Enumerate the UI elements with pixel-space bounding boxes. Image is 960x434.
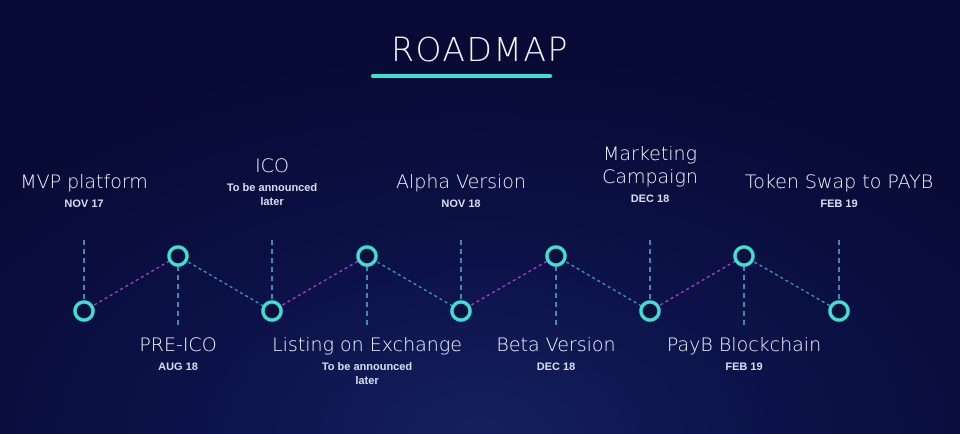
milestone-name: Beta Version: [496, 334, 616, 356]
milestone-name: Listing on Exchange: [272, 334, 462, 356]
milestone-date: NOV 17: [64, 198, 104, 210]
milestone-date: NOV 18: [441, 198, 481, 210]
milestone-node: [828, 300, 850, 322]
timeline-connector: [460, 255, 557, 312]
timeline-connector: [743, 255, 840, 312]
milestone-label-beta-version: Beta Version DEC 18: [456, 334, 656, 374]
milestone-node: [73, 300, 95, 322]
timeline-connector: [177, 255, 273, 312]
milestone-name: PayB Blockchain: [666, 334, 822, 356]
milestone-node: [639, 300, 661, 322]
milestone-label-pre-ico: PRE-ICO AUG 18: [78, 334, 278, 374]
milestone-label-marketing-campaign: Marketing Campaign DEC 18: [590, 143, 710, 206]
timeline-connector: [83, 255, 179, 312]
milestone-date: To be announced later: [226, 182, 318, 208]
milestone-label-listing-on-exchange: Listing on Exchange To be announced late…: [257, 334, 477, 388]
milestone-name: Alpha Version: [396, 171, 526, 193]
milestone-label-payb-blockchain: PayB Blockchain FEB 19: [644, 334, 844, 374]
timeline-connector: [649, 255, 745, 312]
milestone-node: [733, 245, 755, 267]
milestone-date: FEB 19: [725, 361, 763, 373]
timeline-connector: [271, 255, 368, 312]
timeline-connector: [555, 255, 651, 312]
title-underline: [371, 74, 552, 78]
milestone-label-alpha-version: Alpha Version NOV 18: [361, 171, 561, 211]
milestone-name: MVP platform: [20, 171, 148, 193]
milestone-name: Token Swap to PAYB: [744, 171, 934, 193]
milestone-node: [167, 245, 189, 267]
milestone-node: [545, 245, 567, 267]
timeline-connector: [366, 255, 462, 312]
milestone-label-token-swap: Token Swap to PAYB FEB 19: [729, 171, 949, 211]
milestone-name: Marketing Campaign: [602, 143, 698, 188]
milestone-date: AUG 18: [158, 361, 198, 373]
milestone-label-ico: ICO To be announced later: [192, 155, 352, 209]
milestone-node: [450, 300, 472, 322]
milestone-node: [356, 245, 378, 267]
milestone-date: DEC 18: [630, 193, 670, 205]
milestone-name: ICO: [255, 155, 289, 177]
milestone-date: To be announced later: [321, 361, 413, 387]
milestone-date: FEB 19: [820, 198, 858, 210]
milestone-node: [261, 300, 283, 322]
milestone-label-mvp-platform: MVP platform NOV 17: [0, 171, 184, 211]
page-title: ROADMAP: [391, 30, 569, 69]
milestone-date: DEC 18: [536, 361, 576, 373]
milestone-name: PRE-ICO: [139, 334, 217, 356]
